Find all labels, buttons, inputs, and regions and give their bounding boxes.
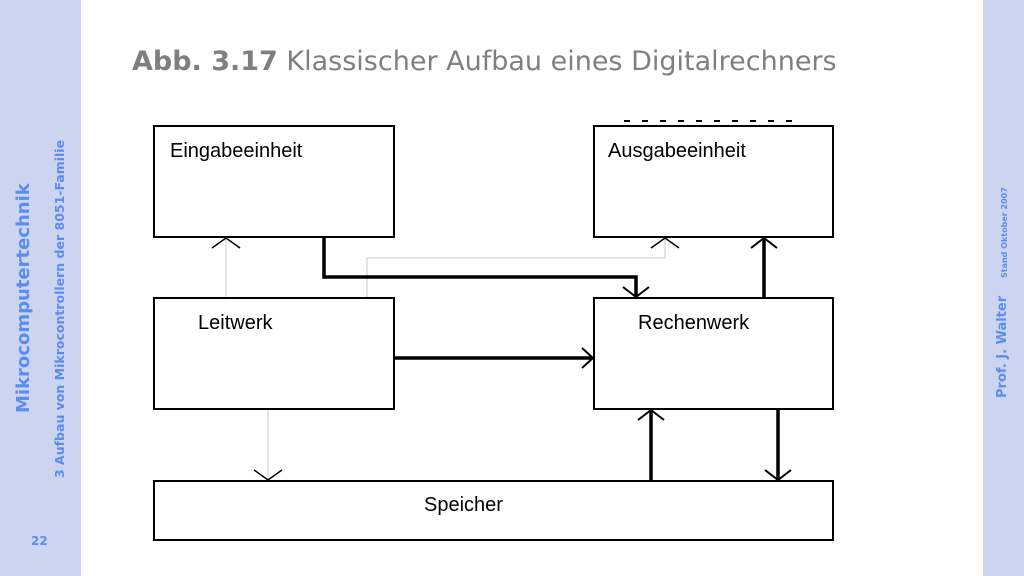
memory-box xyxy=(153,480,834,541)
alu-label: Rechenwerk xyxy=(638,312,750,334)
left-sidebar xyxy=(0,0,81,576)
output-unit-box xyxy=(593,125,834,238)
control-line-to-output xyxy=(366,238,666,297)
slide-title: Abb. 3.17 Klassischer Aufbau eines Digit… xyxy=(132,46,837,77)
right-sidebar xyxy=(983,0,1024,576)
memory-label: Speicher xyxy=(424,494,503,516)
control-unit-label: Leitwerk xyxy=(198,312,273,334)
figure-number: Abb. 3.17 xyxy=(132,46,278,77)
input-unit-label: Eingabeeinheit xyxy=(170,140,303,162)
output-unit-label: Ausgabeeinheit xyxy=(608,140,746,162)
figure-caption: Klassischer Aufbau eines Digitalrechners xyxy=(286,46,837,77)
data-lines xyxy=(322,237,780,480)
control-unit-box xyxy=(153,297,395,410)
input-unit-box xyxy=(153,125,395,238)
alu-box xyxy=(593,297,834,410)
data-line-input-to-alu xyxy=(322,237,638,297)
page-number: 22 xyxy=(31,534,48,548)
